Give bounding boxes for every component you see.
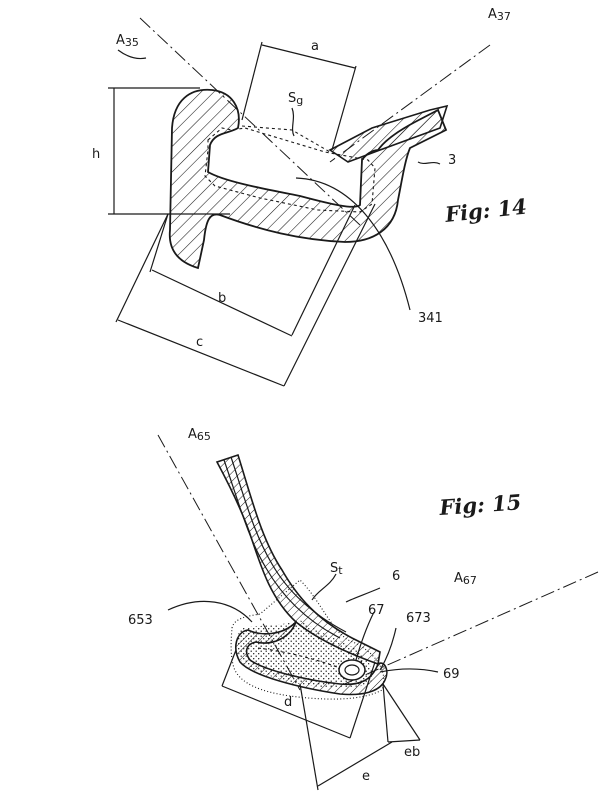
figure-14: A35 A37 a Sg h 3 b c 341 Fig: 14 bbox=[92, 7, 528, 386]
label-dim-h: h bbox=[92, 147, 100, 162]
leader-sg bbox=[292, 108, 294, 136]
leader-ref6 bbox=[346, 588, 380, 602]
label-ref-69: 69 bbox=[443, 667, 460, 682]
label-ref-3: 3 bbox=[448, 153, 456, 168]
label-a67: A67 bbox=[454, 571, 477, 587]
leader-653 bbox=[168, 601, 252, 622]
figure-14-caption: Fig: 14 bbox=[443, 194, 528, 228]
dimension-eb bbox=[383, 684, 420, 742]
label-ref-6: 6 bbox=[392, 569, 400, 584]
label-dim-b: b bbox=[218, 291, 226, 306]
label-dim-d: d bbox=[284, 695, 292, 710]
bead-67 bbox=[339, 660, 365, 680]
label-a35: A35 bbox=[116, 33, 139, 49]
label-dim-a: a bbox=[311, 39, 319, 54]
label-dim-c: c bbox=[196, 335, 203, 350]
sg-outline bbox=[242, 126, 330, 152]
leader-69 bbox=[380, 669, 438, 672]
label-dim-eb: eb bbox=[404, 745, 420, 760]
label-ref-653: 653 bbox=[128, 613, 153, 628]
label-dim-e: e bbox=[362, 769, 370, 784]
label-ref-341: 341 bbox=[418, 311, 443, 326]
label-a37: A37 bbox=[488, 7, 511, 23]
figure-15-caption: Fig: 15 bbox=[438, 489, 522, 520]
leader-ref3 bbox=[418, 162, 440, 164]
label-ref-673: 673 bbox=[406, 611, 431, 626]
figure-15: A65 St 6 A67 653 67 673 69 d eb e Fig: 1… bbox=[128, 427, 598, 790]
leader-st bbox=[312, 574, 336, 600]
label-st: St bbox=[330, 561, 343, 577]
leader-a35 bbox=[118, 50, 146, 59]
label-a65: A65 bbox=[188, 427, 211, 443]
label-sg: Sg bbox=[288, 91, 303, 107]
label-ref-67: 67 bbox=[368, 603, 385, 618]
